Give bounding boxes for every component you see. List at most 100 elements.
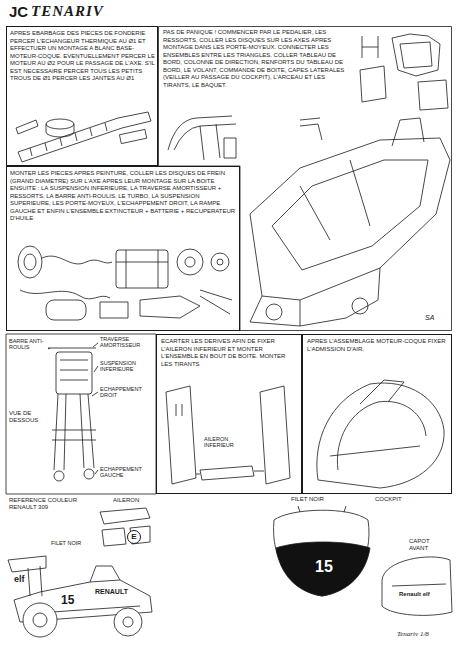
- instruction-text: MONTER LES PIECES APRES PEINTURE, COLLER…: [10, 170, 238, 223]
- car-side-sketch: [114, 608, 142, 636]
- air-intake-sketch: [330, 446, 420, 456]
- part-label: ECHAPPEMENT GAUCHE: [99, 466, 155, 479]
- part-label: VUE DE DESSOUS: [8, 410, 50, 424]
- monocoque-sketch: [250, 296, 300, 326]
- underside-sketch: [56, 352, 92, 394]
- part-label: FILET NOIR: [50, 540, 82, 546]
- chassis-parts-sketch: [360, 66, 386, 102]
- underside-sketch: [54, 471, 64, 481]
- engine-parts-sketch: [18, 246, 232, 320]
- rear-wing-sketch: [200, 466, 254, 480]
- underside-sketch: [52, 430, 96, 440]
- underside-sketch: [95, 470, 98, 474]
- engine-parts-sketch: [140, 296, 200, 318]
- instruction-text: PAS DE PANIQUE ! COMMENCER PAR LE PEDALI…: [163, 29, 353, 89]
- rear-wing-sketch: [166, 386, 290, 484]
- chassis-parts-sketch: [224, 138, 236, 158]
- underside-sketch: [60, 360, 88, 380]
- part-label: RENAULT: [94, 588, 129, 596]
- underside-sketch: [54, 394, 94, 470]
- air-intake-sketch: [360, 380, 404, 404]
- engine-parts-sketch: [116, 250, 168, 288]
- engine-parts-sketch: [211, 253, 229, 271]
- monocoque-sketch: [392, 118, 424, 146]
- instruction-panel: ECARTER LES DERIVES AFIN DE FIXER L'AILE…: [156, 334, 302, 494]
- instruction-text: APRES EBARBAGE DES PIECES DE FONDERIE PE…: [10, 30, 156, 83]
- part-label: AILERON INFERIEUR: [203, 436, 255, 449]
- car-side-sketch: [123, 617, 133, 627]
- monocoque-sketch: [272, 160, 428, 270]
- chassis-parts-sketch: [168, 116, 232, 150]
- cockpit-sketch: [298, 506, 346, 512]
- part-label: BARRE ANTI-ROULIS: [8, 338, 48, 351]
- part-label: SUSPENSION INFERIEURE: [99, 360, 155, 373]
- instruction-panel: APRES L'ASSEMBLAGE MOTEUR-COQUE FIXER L'…: [302, 334, 452, 494]
- rear-wing-sketch: [260, 386, 290, 484]
- air-intake-sketch: [317, 380, 444, 488]
- engine-parts-sketch: [217, 259, 223, 265]
- air-intake-sketch: [337, 401, 426, 470]
- underside-sketch: [92, 392, 98, 396]
- underside-sketch: [84, 469, 94, 479]
- chassis-parts-sketch: [392, 34, 440, 76]
- air-intake-sketch: [317, 383, 444, 488]
- monocoque-sketch: [352, 298, 368, 314]
- monocoque-sketch: [250, 138, 450, 300]
- part-label: 15: [60, 594, 75, 608]
- car-side-sketch: [28, 566, 42, 596]
- monocoque-sketch: [300, 160, 370, 240]
- engine-base-sketch: [46, 132, 74, 137]
- part-label: elf: [13, 574, 26, 584]
- underside-sketch: [48, 348, 96, 349]
- engine-parts-sketch: [46, 300, 86, 320]
- front-cover-sketch: [392, 584, 446, 586]
- part-label: Renault elf: [398, 591, 431, 598]
- monocoque-sketch: [300, 268, 380, 326]
- engine-parts-sketch: [185, 257, 195, 267]
- cockpit-sketch: [274, 506, 370, 596]
- wing-part-sketch: [100, 508, 150, 524]
- engine-parts-sketch: [177, 249, 203, 275]
- engine-parts-sketch: [116, 250, 168, 288]
- wing-part-sketch: [102, 528, 126, 546]
- part-label: TRAVERSE AMORTISSEUR: [99, 336, 155, 349]
- engine-parts-sketch: [24, 254, 36, 270]
- engine-parts-sketch: [20, 290, 110, 299]
- chassis-parts-sketch: [362, 36, 378, 58]
- wing-part-sketch: [100, 508, 150, 546]
- rear-wing-sketch: [196, 471, 264, 474]
- monocoque-sketch: [250, 118, 450, 326]
- car-side-sketch: [8, 556, 152, 637]
- chassis-parts-sketch: [300, 118, 322, 140]
- underside-sketch: [93, 343, 98, 347]
- cockpit-sketch: [276, 542, 370, 596]
- underside-sketch: [94, 366, 98, 372]
- engine-base-sketch: [46, 124, 74, 132]
- instruction-text: APRES L'ASSEMBLAGE MOTEUR-COQUE FIXER L'…: [307, 338, 447, 353]
- chassis-parts-sketch: [400, 42, 432, 68]
- monocoque-sketch: [266, 304, 282, 320]
- engine-parts-sketch: [100, 302, 128, 318]
- rear-wing-sketch: [166, 386, 196, 484]
- front-cover-sketch: [382, 557, 452, 615]
- car-side-sketch: [90, 566, 120, 582]
- panel-frame: [6, 334, 156, 494]
- part-label: CAPOT AVANT: [408, 538, 450, 552]
- part-label: AILERON: [112, 497, 140, 504]
- part-label: REFERENCE COULEUR RENAULT 309: [8, 497, 84, 511]
- part-label: Tenariv 1/8: [396, 630, 430, 638]
- panel-frame: [6, 334, 156, 494]
- engine-base-sketch: [16, 120, 38, 134]
- part-label: COCKPIT: [374, 496, 403, 503]
- car-side-sketch: [33, 613, 47, 627]
- callout-letter: E: [131, 533, 136, 541]
- rear-wing-sketch: [176, 404, 182, 416]
- engine-base-sketch: [18, 112, 151, 162]
- part-label: SA: [424, 314, 435, 322]
- callout-circle: E: [127, 530, 141, 544]
- chassis-parts-sketch: [174, 124, 236, 150]
- engine-base-sketch: [119, 129, 146, 143]
- chassis-parts-sketch: [200, 124, 220, 160]
